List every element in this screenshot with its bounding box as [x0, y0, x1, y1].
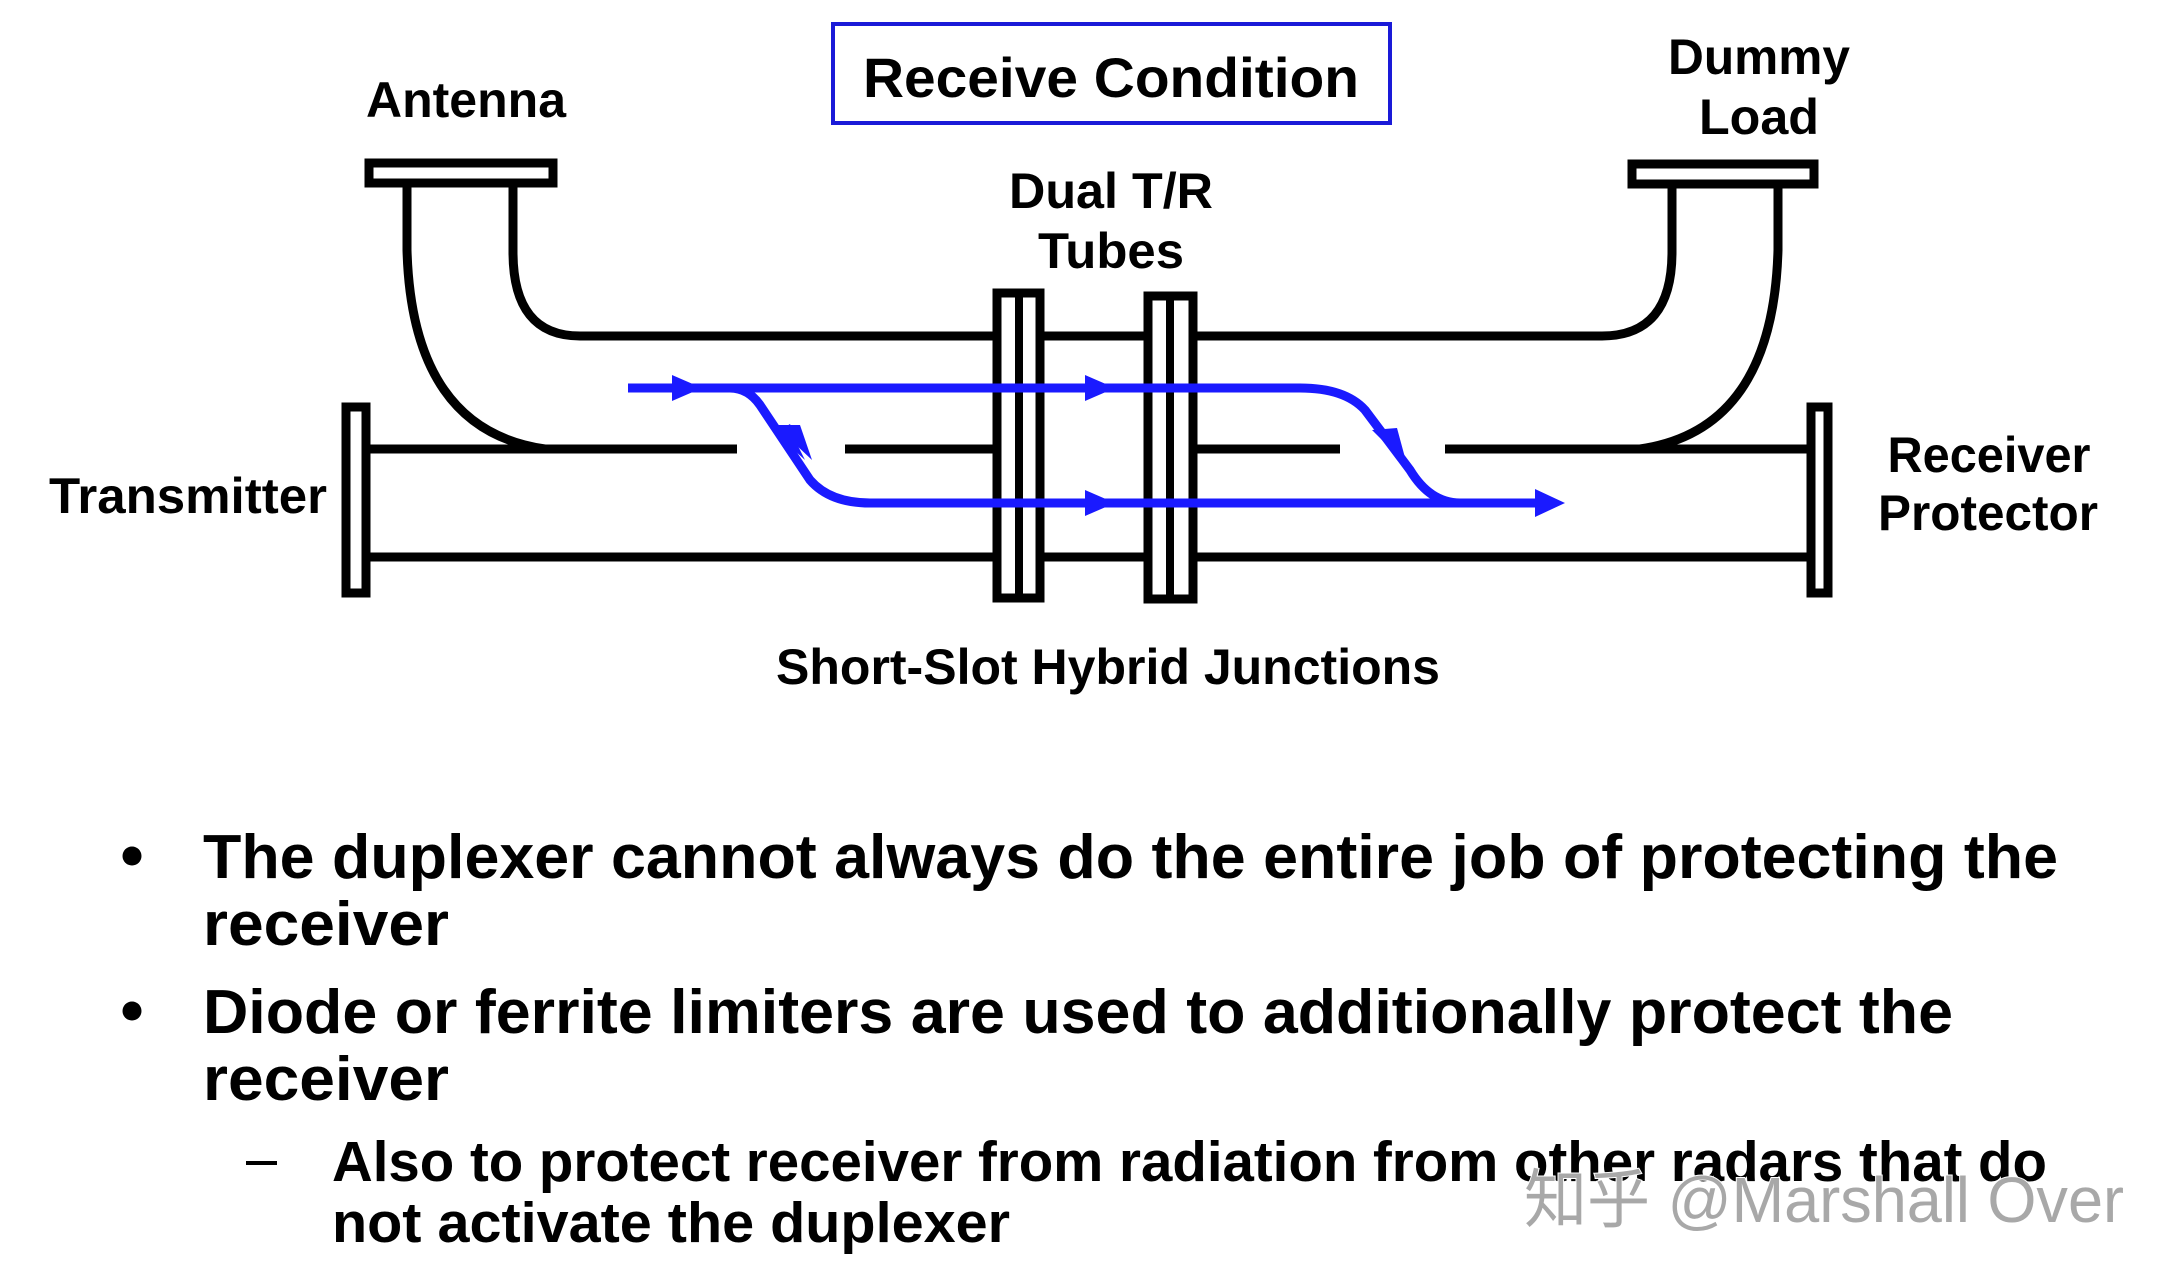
antenna-outer-bend	[402, 187, 546, 454]
receiver-protector-label-line1: Receiver	[1888, 427, 2091, 483]
tr-tube-left	[992, 288, 1045, 603]
bullet-marker-2	[122, 1001, 142, 1021]
flow-arrow-icon	[1085, 375, 1115, 401]
antenna-flange	[364, 158, 558, 188]
diagram-title: Receive Condition	[863, 46, 1359, 109]
flow-arrow-icon	[775, 425, 812, 460]
bullet-2-line-1: Diode or ferrite limiters are used to ad…	[203, 978, 1953, 1047]
receiver-protector-label-line2: Protector	[1878, 485, 2098, 541]
bullet-2-line-2: receiver	[203, 1045, 449, 1114]
hybrid-junctions-label: Short-Slot Hybrid Junctions	[776, 639, 1440, 695]
bullet-marker-1	[122, 846, 142, 866]
sub-bullet-1-line-2: not activate the duplexer	[332, 1191, 1010, 1255]
tr-tube-right	[1143, 291, 1198, 604]
flow-arrow-icon	[770, 424, 805, 460]
antenna-label: Antenna	[366, 72, 567, 128]
sub-bullet-1-line-1: Also to protect receiver from radiation …	[332, 1130, 2047, 1194]
dual-tr-tubes-label-line2: Tubes	[1038, 223, 1184, 279]
flow-arrow-icon	[1085, 490, 1115, 516]
transmitter-label: Transmitter	[49, 468, 327, 524]
title-box	[831, 22, 1392, 125]
flow-arrow-end-icon	[1535, 489, 1565, 517]
bullet-list: The duplexer cannot always do the entire…	[122, 823, 2058, 1255]
flow-arrow-icon	[1372, 428, 1407, 465]
sub-bullet-dash	[246, 1161, 277, 1165]
waveguide-assembly	[341, 158, 1833, 604]
dummy-outer-bend	[1639, 187, 1783, 454]
flow-lower-path	[729, 383, 1545, 508]
transmitter-flange	[341, 402, 371, 598]
upper-guide-inner-left	[508, 187, 993, 341]
dummy-load-flange	[1627, 159, 1819, 189]
watermark: 知乎 @Marshall Over	[1524, 1164, 2124, 1236]
signal-flow	[628, 375, 1565, 517]
dummy-load-label-line1: Dummy	[1668, 29, 1850, 85]
dual-tr-tubes-label-line1: Dual T/R	[1009, 163, 1213, 219]
flow-arrow-icon	[672, 375, 702, 401]
dummy-load-label-line2: Load	[1699, 89, 1819, 145]
bullet-1-line-1: The duplexer cannot always do the entire…	[203, 823, 2058, 892]
bullet-1-line-2: receiver	[203, 890, 449, 959]
upper-guide-inner-right	[1197, 187, 1677, 341]
receiver-protector-flange	[1806, 402, 1833, 598]
